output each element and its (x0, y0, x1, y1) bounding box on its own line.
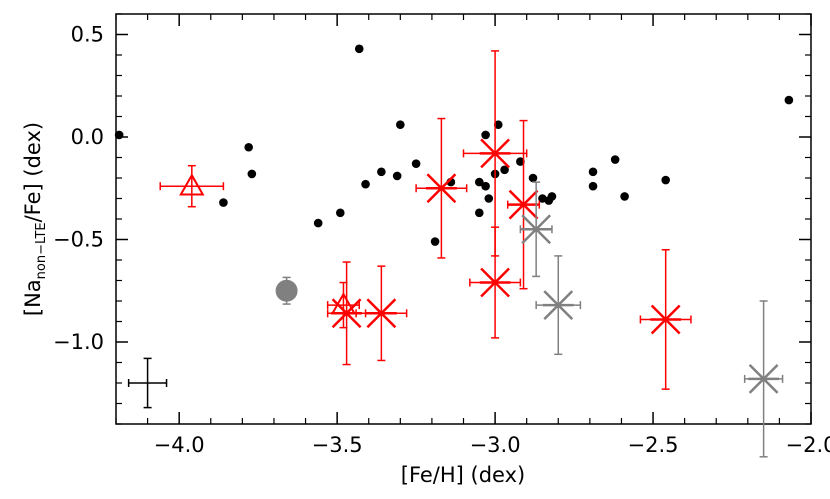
data-point (620, 192, 629, 201)
y-axis-title-after: /Fe] (dex) (21, 122, 45, 223)
asterisk-point (415, 117, 468, 259)
x-tick-label: −2.5 (628, 433, 679, 457)
triangle-marker (330, 292, 357, 315)
asterisk-point (535, 255, 582, 356)
data-marks (114, 44, 794, 458)
data-point (114, 130, 124, 140)
asterisk-point (639, 249, 692, 390)
data-point (784, 95, 794, 105)
data-point (500, 165, 509, 175)
data-point (430, 237, 440, 246)
triangle-point (159, 164, 225, 208)
y-tick-label: 0.0 (71, 125, 104, 149)
y-axis-title-before: [Na (21, 279, 45, 316)
data-point (481, 130, 490, 140)
data-point (528, 173, 538, 183)
asterisk-point (519, 181, 553, 278)
data-point (392, 171, 402, 181)
data-point (474, 177, 484, 187)
data-point (610, 155, 620, 164)
triangle-marker (179, 173, 205, 196)
data-point (244, 142, 253, 152)
asterisk-point (355, 265, 408, 362)
data-point (516, 157, 525, 166)
circle-marker (275, 279, 298, 302)
data-point (247, 169, 257, 179)
y-axis-title: [Nanon−LTE/Fe] (dex) (21, 122, 49, 316)
data-point (361, 179, 370, 189)
data-point (377, 167, 386, 177)
data-point (588, 167, 598, 177)
data-point (354, 44, 364, 54)
axis-tick-labels: −4.0 −3.5 −3.0 −2.5 −2.0 0.5 0.0 −0.5 −1.0 (53, 23, 830, 458)
x-tick-label: −2.0 (786, 433, 830, 457)
x-tick-label: −3.5 (312, 433, 363, 457)
cross-point (127, 357, 168, 409)
data-point (547, 192, 557, 201)
asterisk-point (469, 226, 522, 339)
y-axis-title-subscript: non−LTE (34, 222, 49, 279)
data-point (493, 120, 503, 129)
x-tick-label: −3.0 (470, 433, 521, 457)
data-point (219, 198, 228, 207)
triangle-point (326, 281, 360, 329)
data-point (474, 208, 484, 218)
asterisk-point (462, 50, 528, 257)
y-tick-label: −1.0 (53, 330, 104, 354)
asterisk-point (506, 119, 541, 290)
plot-frame (115, 13, 812, 425)
data-point (484, 194, 494, 203)
data-point (588, 181, 598, 191)
data-point (411, 159, 421, 168)
data-point (335, 208, 345, 218)
asterisk-point (743, 300, 784, 458)
y-tick-label: 0.5 (71, 23, 104, 47)
x-axis-title: [Fe/H] (dex) (401, 463, 525, 487)
y-tick-label: −0.5 (53, 228, 104, 252)
axis-ticks (115, 13, 812, 425)
x-tick-label: −4.0 (154, 433, 205, 457)
data-point (396, 120, 405, 129)
data-point (661, 175, 670, 185)
data-point (313, 218, 323, 228)
data-point (481, 181, 490, 191)
filled-circle-point (275, 276, 298, 305)
